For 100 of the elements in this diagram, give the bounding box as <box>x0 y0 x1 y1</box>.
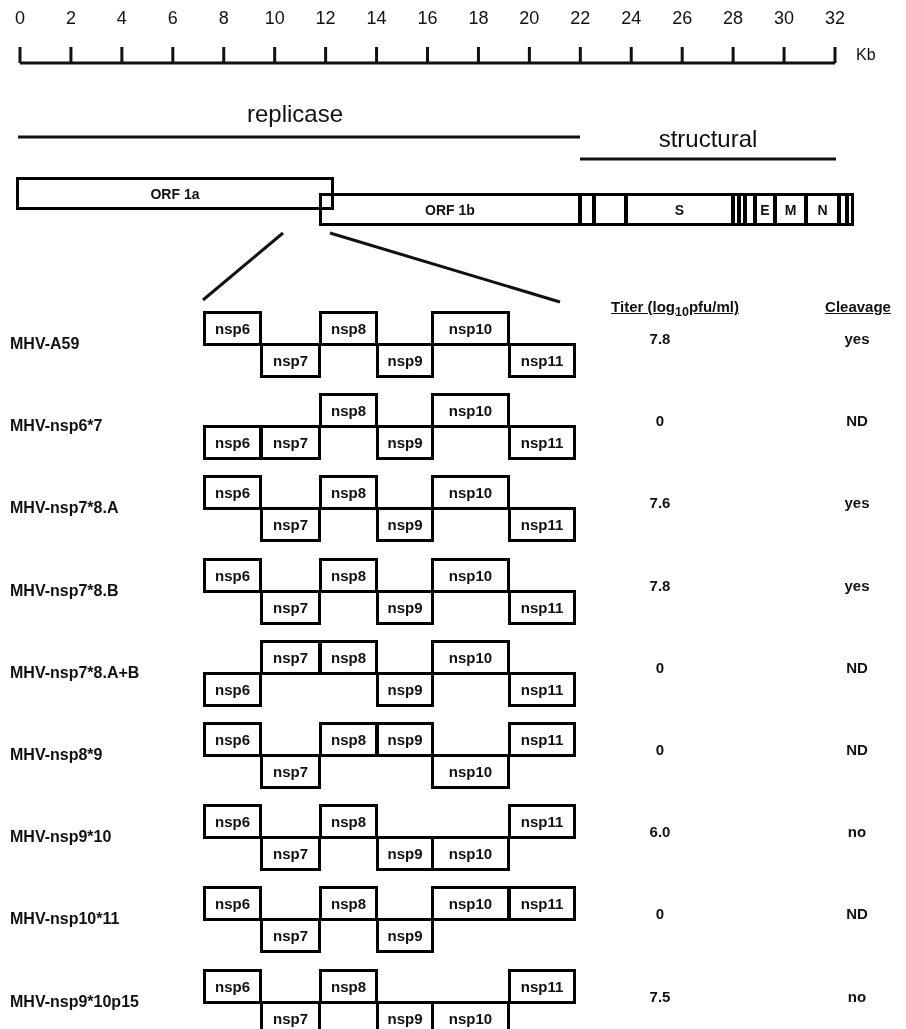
gene-segment-box <box>744 193 756 226</box>
protein-box: nsp9 <box>376 918 434 954</box>
titer-value: 0 <box>655 658 665 676</box>
scale-tick-label: 32 <box>825 8 845 29</box>
protein-box: nsp6 <box>203 722 262 757</box>
scale-tick-label: 0 <box>15 8 25 29</box>
gene-segment-box <box>846 193 854 226</box>
gene-box: S <box>625 193 734 226</box>
cleavage-result: yes <box>844 330 870 347</box>
virus-name: MHV-nsp7*8.A <box>10 499 119 518</box>
unit-label: Kb <box>856 46 876 64</box>
titer-value: 7.8 <box>649 576 671 594</box>
protein-box: nsp10 <box>431 754 510 789</box>
virus-name: MHV-nsp8*9 <box>10 746 103 764</box>
scale-tick-label: 20 <box>519 8 540 29</box>
gene-segment-box <box>593 193 627 226</box>
gene-box: N <box>805 193 840 226</box>
gene-segment-box <box>732 193 740 226</box>
gene-segment-box <box>579 193 595 226</box>
protein-box: nsp11 <box>508 886 576 922</box>
protein-box: nsp6 <box>203 425 262 461</box>
scale-tick-label: 28 <box>723 8 744 29</box>
protein-box: nsp10 <box>431 886 510 922</box>
cleavage-result: yes <box>844 576 870 594</box>
protein-box: nsp6 <box>203 968 262 1004</box>
gene-segment-box <box>738 193 746 226</box>
protein-box: nsp10 <box>431 393 510 429</box>
protein-box: nsp7 <box>260 918 321 954</box>
protein-box: nsp7 <box>260 589 321 625</box>
cleavage-result: no <box>847 823 867 841</box>
protein-box: nsp8 <box>319 722 378 757</box>
protein-box: nsp8 <box>319 393 378 429</box>
scale-tick-label: 8 <box>218 8 229 29</box>
protein-box: nsp11 <box>508 804 576 840</box>
scale-tick-label: 24 <box>621 8 642 29</box>
protein-box: nsp10 <box>431 836 510 872</box>
scale-tick-label: 4 <box>116 8 127 29</box>
scale-tick-label: 14 <box>366 8 387 29</box>
protein-box: nsp7 <box>260 343 321 378</box>
scale-tick-label: 22 <box>570 8 591 29</box>
protein-box: nsp7 <box>260 425 321 461</box>
protein-box: nsp11 <box>508 968 576 1004</box>
scale-tick-label: 12 <box>315 8 336 29</box>
protein-box: nsp7 <box>260 639 321 675</box>
cleavage-result: ND <box>846 905 868 923</box>
protein-box: nsp8 <box>319 886 378 922</box>
protein-box: nsp9 <box>376 589 434 625</box>
orf-box: ORF 1b <box>319 193 581 226</box>
protein-box: nsp9 <box>376 507 434 543</box>
protein-box: nsp8 <box>319 311 378 346</box>
cleavage-result: ND <box>846 412 868 430</box>
gene-segment-box <box>838 193 848 226</box>
protein-box: nsp9 <box>376 425 434 461</box>
protein-box: nsp9 <box>376 343 434 378</box>
virus-name: MHV-nsp6*7 <box>10 417 103 436</box>
region-label: structural <box>658 125 758 153</box>
protein-box: nsp10 <box>431 1000 510 1029</box>
scale-tick-label: 10 <box>264 8 285 29</box>
protein-box: nsp10 <box>431 311 510 346</box>
cleavage-result: yes <box>844 494 870 512</box>
protein-box: nsp11 <box>508 722 576 757</box>
protein-box: nsp6 <box>203 311 262 346</box>
scale-tick-label: 26 <box>672 8 693 29</box>
protein-box: nsp9 <box>376 836 434 872</box>
cleavage-result: ND <box>846 741 868 758</box>
protein-box: nsp7 <box>260 507 321 543</box>
protein-box: nsp8 <box>319 968 378 1004</box>
cleavage-result: ND <box>846 658 868 676</box>
gene-box: M <box>774 193 807 226</box>
virus-name: MHV-nsp10*11 <box>10 910 120 929</box>
protein-box: nsp9 <box>376 1000 434 1029</box>
region-label: replicase <box>247 100 343 128</box>
protein-box: nsp11 <box>508 589 576 625</box>
protein-box: nsp10 <box>431 475 510 511</box>
protein-box: nsp10 <box>431 557 510 593</box>
column-header: Cleavage <box>825 298 891 315</box>
titer-value: 7.8 <box>649 330 671 347</box>
titer-value: 7.6 <box>649 494 671 512</box>
scale-tick-label: 2 <box>65 8 76 29</box>
titer-value: 0 <box>655 905 665 923</box>
titer-value: 0 <box>655 412 665 430</box>
protein-box: nsp9 <box>376 722 434 757</box>
virus-name: MHV-nsp7*8.B <box>10 581 119 600</box>
protein-box: nsp10 <box>431 639 510 675</box>
protein-box: nsp7 <box>260 754 321 789</box>
titer-value: 7.5 <box>649 987 671 1005</box>
protein-box: nsp11 <box>508 671 576 707</box>
scale-tick-label: 16 <box>417 8 438 29</box>
protein-box: nsp8 <box>319 639 378 675</box>
titer-value: 0 <box>655 741 665 758</box>
protein-box: nsp11 <box>508 507 576 543</box>
scale-tick-label: 6 <box>167 8 178 29</box>
virus-name: MHV-A59 <box>10 335 80 353</box>
protein-box: nsp9 <box>376 671 434 707</box>
protein-box: nsp8 <box>319 475 378 511</box>
protein-box: nsp6 <box>203 671 262 707</box>
virus-name: MHV-nsp9*10p15 <box>10 992 139 1011</box>
protein-box: nsp7 <box>260 836 321 872</box>
scale-tick-label: 30 <box>774 8 795 29</box>
protein-box: nsp8 <box>319 557 378 593</box>
